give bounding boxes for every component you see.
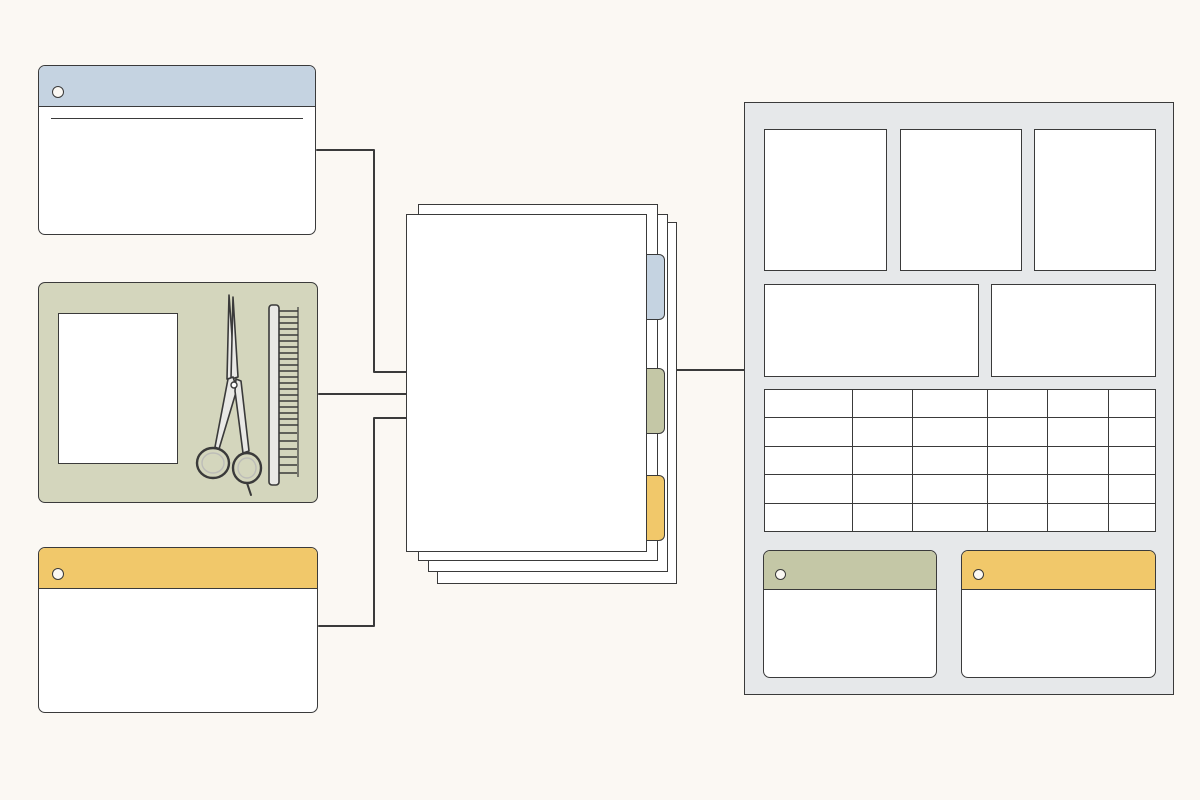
- front-page: [406, 214, 647, 552]
- divider-tab-gold[interactable]: [646, 475, 665, 541]
- connector-top-card: [316, 149, 407, 373]
- punch-hole-icon: [973, 569, 984, 580]
- connector-bottom-card: [318, 417, 407, 627]
- table-row: [764, 388, 1156, 419]
- punch-hole-icon: [52, 86, 64, 98]
- table-row: [764, 417, 1156, 447]
- gold-header-mini-card: [961, 550, 1156, 678]
- grid-cell: [1034, 129, 1156, 271]
- card-header: [962, 551, 1155, 590]
- data-table: [764, 388, 1156, 533]
- blue-header-card: [38, 65, 316, 235]
- text-rule: [51, 118, 303, 120]
- layout-board: [744, 102, 1174, 695]
- sage-header-mini-card: [763, 550, 937, 678]
- divider-tab-sage[interactable]: [646, 368, 665, 434]
- table-grid: [764, 388, 1156, 533]
- comb-icon: [268, 304, 299, 486]
- card-header: [39, 548, 317, 589]
- photo-placeholder: [58, 313, 178, 464]
- table-row: [764, 445, 1156, 476]
- wide-cell: [764, 284, 979, 377]
- punch-hole-icon: [52, 568, 64, 580]
- punch-hole-icon: [775, 569, 786, 580]
- styling-tools-card: [38, 282, 318, 503]
- card-header: [764, 551, 936, 590]
- grid-cell: [764, 129, 887, 271]
- divider-tab-blue[interactable]: [646, 254, 665, 320]
- table-row: [764, 502, 1156, 533]
- scissors-icon: [195, 294, 263, 496]
- table-row: [764, 474, 1156, 504]
- card-header: [39, 66, 315, 107]
- wide-cell: [991, 284, 1156, 377]
- gold-header-card: [38, 547, 318, 713]
- grid-cell: [900, 129, 1022, 271]
